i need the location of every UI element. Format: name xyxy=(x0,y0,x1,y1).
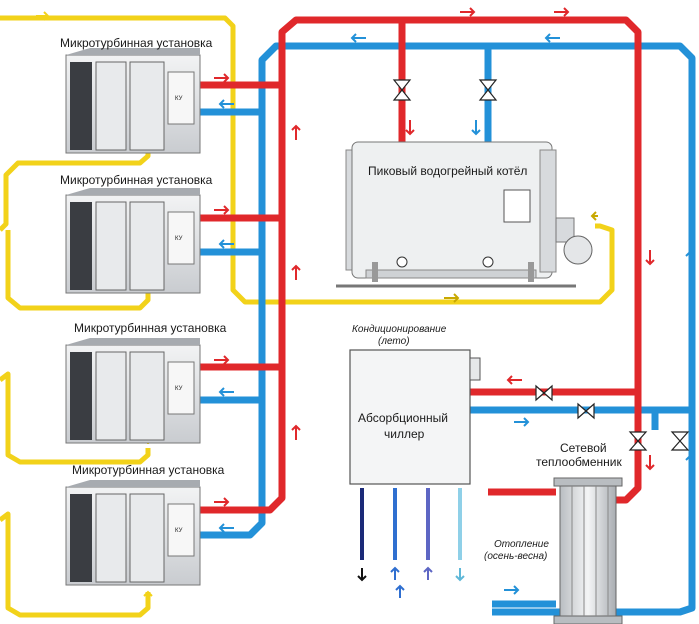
gas-pipes xyxy=(0,15,615,618)
peak-boiler xyxy=(336,141,593,288)
unit-1-hr-label: КУ xyxy=(175,96,183,102)
gas-main-top xyxy=(0,15,615,305)
cold-arrows xyxy=(218,33,695,598)
unit-3-hr-label: КУ xyxy=(175,386,183,392)
unit-1-title: Микротурбинная установка xyxy=(60,36,213,50)
microturbine-unit-1 xyxy=(65,48,201,154)
hot-pipes xyxy=(200,16,642,514)
microturbine-unit-3 xyxy=(65,338,201,444)
network-heat-exchanger xyxy=(492,477,623,624)
valve-chiller-cold xyxy=(577,402,595,420)
valve-boiler-hot xyxy=(392,79,412,101)
valve-hx-hot xyxy=(628,431,648,451)
unit-3-title: Микротурбинная установка xyxy=(74,321,227,335)
hx-title-line1: Сетевой xyxy=(560,441,607,455)
valve-chiller-hot xyxy=(535,384,553,402)
unit-2-hr-label: КУ xyxy=(175,236,183,242)
chiller-caption-line1: Кондиционирование xyxy=(352,324,447,335)
chiller-caption-line2: (лето) xyxy=(378,336,410,347)
cold-main-vertical xyxy=(200,42,696,616)
microturbine-unit-4 xyxy=(65,480,201,586)
microturbine-unit-2 xyxy=(65,188,201,294)
hot-main-vertical xyxy=(200,16,642,514)
unit-2-title: Микротурбинная установка xyxy=(60,173,213,187)
valve-boiler-cold xyxy=(478,79,498,101)
gas-loop-left xyxy=(0,150,151,232)
hx-title-line2: теплообменник xyxy=(536,455,623,469)
boiler-title: Пиковый водогрейный котёл xyxy=(368,164,527,178)
heating-caption-line1: Отопление xyxy=(494,539,549,550)
gas-loop-unit2 xyxy=(5,230,151,311)
unit-4-title: Микротурбинная установка xyxy=(72,463,225,477)
chiller-title-line2: чиллер xyxy=(384,427,425,441)
gas-loop-unit3 xyxy=(0,371,151,465)
gas-loop-unit4 xyxy=(0,511,151,618)
hot-arrows xyxy=(36,7,655,507)
unit-4-hr-label: КУ xyxy=(175,528,183,534)
valves xyxy=(392,79,690,451)
absorption-chiller xyxy=(349,349,481,582)
valve-hx-cold xyxy=(670,431,690,451)
chiller-title-line1: Абсорбционный xyxy=(358,411,448,425)
heating-caption-line2: (осень-весна) xyxy=(484,551,547,562)
